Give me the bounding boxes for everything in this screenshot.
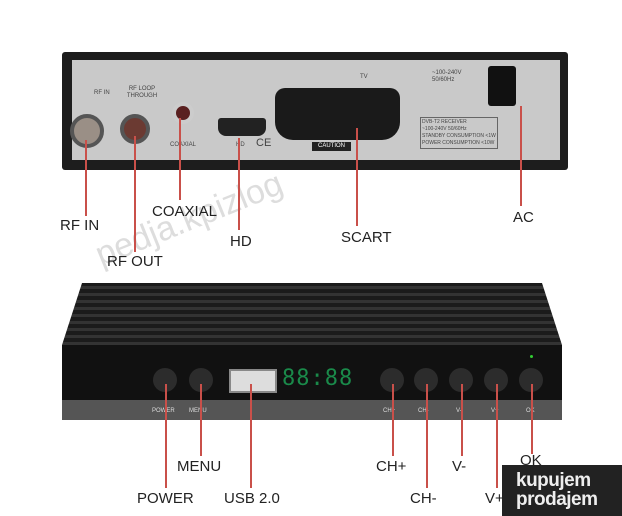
callout-menu: MENU: [177, 458, 222, 475]
callout-line: [85, 140, 87, 216]
spec-line: POWER CONSUMPTION <10W: [422, 140, 495, 146]
button-print: MENU: [189, 408, 207, 414]
button-print: OK: [526, 408, 535, 414]
callout-scart: SCART: [341, 229, 392, 246]
button-label-strip: [62, 400, 562, 420]
callout-line: [179, 118, 181, 200]
rf-in-connector: [70, 114, 104, 148]
rf-loop-print: RF LOOP THROUGH: [126, 86, 158, 99]
spec-line: ~100-240V 50/60Hz: [422, 126, 467, 132]
coaxial-print: COAXIAL: [170, 142, 197, 148]
callout-hd: HD: [230, 233, 252, 250]
callout-line: [200, 384, 202, 456]
coaxial-connector: [172, 102, 194, 124]
callout-line: [496, 384, 498, 488]
callout-line: [426, 384, 428, 488]
vent-grill: [62, 283, 562, 345]
callout-line: [165, 384, 167, 488]
callout-rf-out: RF OUT: [107, 253, 163, 270]
spec-label: DVB-T2 RECEIVER ~100-240V 50/60Hz STANDB…: [420, 117, 498, 149]
callout-ch-minus: CH-: [410, 490, 437, 507]
callout-line: [461, 384, 463, 456]
scart-port: [275, 88, 400, 140]
callout-coaxial: COAXIAL: [152, 203, 218, 220]
tv-print: TV: [360, 74, 368, 80]
callout-v-minus: V-: [452, 458, 467, 475]
hd-print: HD: [236, 142, 245, 148]
logo-line: kupujem: [516, 470, 591, 491]
spec-line: STANDBY CONSUMPTION <1W: [422, 133, 496, 139]
caution-label: CAUTION: [312, 142, 351, 151]
ce-mark: CE: [256, 137, 272, 149]
rf-in-print: RF IN: [94, 90, 110, 96]
callout-line: [356, 128, 358, 226]
button-print: CH-: [418, 408, 429, 414]
button-print: V-: [456, 408, 462, 414]
callout-rf-in: RF IN: [60, 217, 100, 234]
hdmi-port: [218, 118, 266, 136]
callout-ok: OK: [520, 452, 542, 469]
voltage-print: ~100-240V 50/60Hz: [432, 70, 462, 83]
callout-usb: USB 2.0: [224, 490, 280, 507]
usb-port: [229, 369, 277, 393]
callout-line: [250, 384, 252, 488]
callout-ch-plus: CH+: [376, 458, 407, 475]
button-print: CH+: [383, 408, 396, 414]
callout-line: [531, 384, 533, 454]
callout-line: [520, 106, 522, 206]
led-display: 88:88: [282, 366, 354, 391]
callout-line: [238, 138, 240, 230]
logo-line: prodajem: [516, 489, 598, 510]
button-print: V+: [491, 408, 499, 414]
power-led: [530, 355, 533, 358]
front-panel: [62, 345, 562, 405]
callout-line: [134, 136, 136, 252]
kupujemprodajem-logo: kupujem prodajem: [502, 465, 622, 516]
callout-ac: AC: [513, 209, 534, 226]
button-print: POWER: [152, 408, 175, 414]
power-cord-plug: [488, 66, 516, 106]
callout-line: [392, 384, 394, 456]
callout-v-plus: V+: [485, 490, 504, 507]
callout-power: POWER: [137, 490, 194, 507]
spec-line: DVB-T2 RECEIVER: [422, 119, 467, 125]
